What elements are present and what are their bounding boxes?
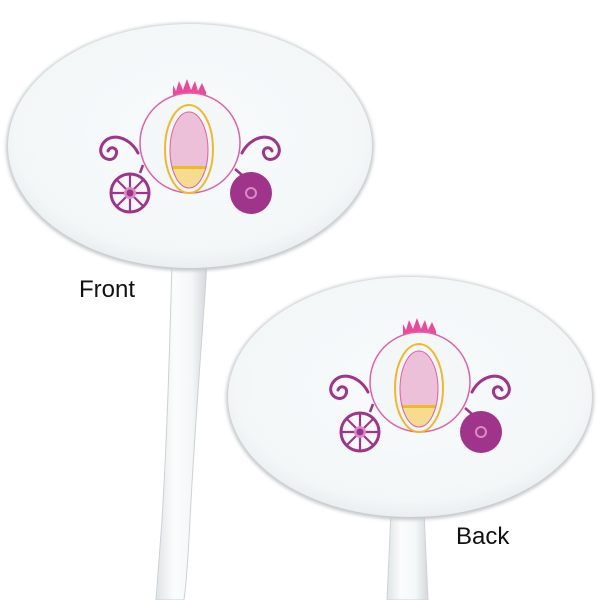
front-paddle: [6, 23, 374, 600]
front-view-label: Front: [79, 276, 136, 303]
back-view-label: Back: [456, 523, 510, 550]
back-paddle: [226, 276, 594, 600]
